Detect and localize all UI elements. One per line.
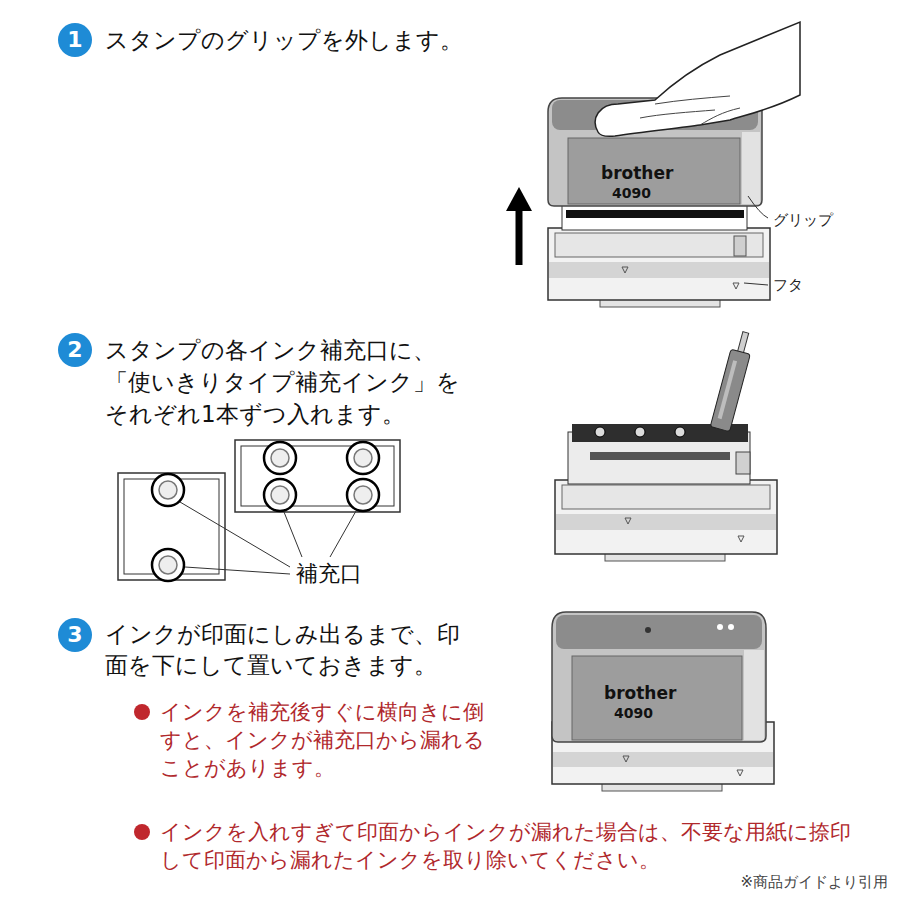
callout-number: 3 [67, 624, 82, 646]
lid-mark [733, 283, 739, 289]
caution-note: インクを入れすぎて印面からインクが漏れた場合は、不要な用紙に捺印して印面から漏れ… [160, 818, 870, 874]
step-text-text: インクが印面にしみ出るまで、印面を下にして置いておきます。 [105, 621, 460, 678]
inner-slot [566, 210, 744, 218]
lid-rim [555, 233, 763, 257]
grip-dot [717, 624, 723, 630]
leader-line [180, 502, 290, 567]
grip-side [742, 132, 760, 204]
step-text-text: スタンプの各インク補充口に、「使いきりタイプ補充インク」をそれぞれ1本ずつ入れま… [105, 337, 460, 427]
brand-name: brother [601, 163, 673, 183]
inner-frame [562, 204, 747, 230]
part-name: グリップ [773, 210, 833, 230]
grip-dot [645, 627, 651, 633]
callout-number: 1 [67, 29, 82, 51]
lid [555, 480, 777, 554]
grip-body [552, 612, 766, 742]
port-cap [675, 427, 685, 437]
rect-outline [235, 440, 400, 512]
step-text: スタンプのグリップを外します。 [105, 23, 463, 57]
leader-line [330, 511, 356, 557]
bullet [134, 824, 150, 840]
lid-band [553, 752, 773, 767]
lid-mark [625, 518, 631, 524]
port-ring [264, 479, 296, 511]
callout-number: 2 [67, 339, 82, 361]
bottle-shine [718, 360, 737, 419]
bottle-body [710, 349, 750, 431]
lid-mark [622, 267, 628, 273]
port-ring [347, 442, 379, 474]
caution-note-text: インクを入れすぎて印面からインクが漏れた場合は、不要な用紙に捺印して印面から漏れ… [160, 820, 851, 872]
square-outline [118, 473, 225, 580]
clip [736, 452, 750, 474]
port-ring [347, 479, 379, 511]
brand-name-text: brother [601, 163, 673, 183]
port-hole [354, 449, 372, 467]
port-hole [271, 449, 289, 467]
step-text: インクが印面にしみ出るまで、印面を下にして置いておきます。 [105, 619, 480, 681]
step-number: 3 [58, 618, 92, 652]
port-ring [152, 549, 184, 581]
part-name: フタ [773, 275, 803, 295]
lid [548, 228, 770, 300]
brand-name: brother [604, 683, 676, 703]
grip-panel [568, 138, 740, 204]
step-number: 2 [58, 333, 92, 367]
leader-line [185, 567, 290, 574]
leader-line [284, 512, 302, 557]
port-hole [271, 486, 289, 504]
port-cap [635, 427, 645, 437]
lift-arrow [516, 206, 523, 265]
leader-line [748, 196, 768, 218]
lid-band [556, 514, 776, 530]
step-text-text: スタンプのグリップを外します。 [105, 27, 463, 53]
port-cap [595, 427, 605, 437]
brand-name-text: brother [604, 683, 676, 703]
part-name: 補充口 [296, 560, 362, 588]
part-name-text: フタ [773, 276, 803, 294]
lid-mark [738, 536, 744, 542]
lift-arrowhead [506, 187, 532, 211]
source-note: ※商品ガイドより引用 [740, 872, 888, 892]
grip-side [744, 650, 764, 740]
lid-latch [734, 236, 746, 256]
lid-band [549, 262, 769, 278]
grip-dot [728, 624, 734, 630]
step-text: スタンプの各インク補充口に、「使いきりタイプ補充インク」をそれぞれ1本ずつ入れま… [105, 334, 465, 430]
grip-panel [572, 656, 742, 740]
caution-note-text: インクを補充後すぐに横向きに倒すと、インクが補充口から漏れることがあります。 [160, 700, 485, 780]
port-ring [264, 442, 296, 474]
port-hole [159, 481, 177, 499]
model-number-text: 4090 [614, 705, 653, 721]
model-number: 4090 [612, 185, 651, 202]
hand [595, 22, 800, 136]
part-name-text: 補充口 [296, 561, 362, 586]
port-hole [159, 556, 177, 574]
lid-mark [623, 756, 629, 762]
port-hole [354, 486, 372, 504]
source-note-text: ※商品ガイドより引用 [740, 873, 888, 891]
lid-mark [737, 770, 743, 776]
lid-rim [562, 485, 770, 509]
finger-line [640, 96, 740, 125]
port-ring [152, 474, 184, 506]
ink-bottle [710, 330, 755, 432]
ink-unit-slot [590, 452, 730, 460]
leader-line [744, 283, 768, 285]
caution-note: インクを補充後すぐに横向きに倒すと、インクが補充口から漏れることがあります。 [160, 698, 495, 782]
refill-port [152, 442, 379, 581]
square-inner [124, 479, 219, 574]
model-number: 4090 [614, 705, 653, 722]
step-number: 1 [58, 23, 92, 57]
model-number-text: 4090 [612, 185, 651, 201]
part-name-text: グリップ [773, 211, 833, 229]
bullet [134, 704, 150, 720]
grip-top [556, 615, 762, 649]
